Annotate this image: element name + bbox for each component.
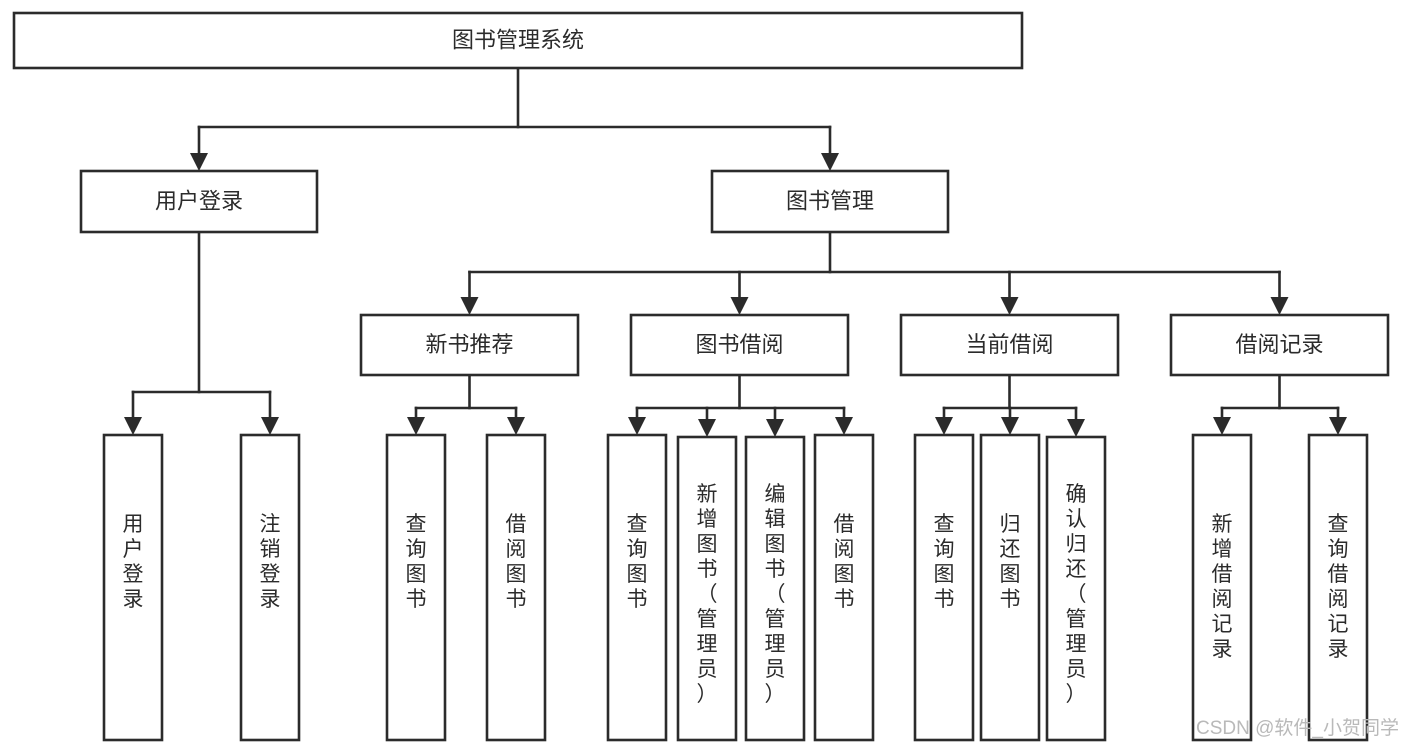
arrow-head-icon	[835, 417, 853, 435]
node-book-management-box	[710, 169, 950, 234]
node-leaf-query-borrow-record[interactable]: 查询借阅记录	[1307, 433, 1369, 742]
node-leaf-query-borrow-record-label: 查询借阅记录	[1328, 513, 1349, 661]
arrow-head-icon	[935, 417, 953, 435]
node-leaf-confirm-return-admin[interactable]: 确认归还（管理员）	[1045, 435, 1107, 742]
node-new-book-recommend-label: 新书推荐	[425, 332, 513, 357]
node-root-root-label: 图书管理系统	[452, 27, 584, 52]
node-borrow-record[interactable]: 借阅记录	[1169, 313, 1390, 377]
node-leaf-query-book-current-label: 查询图书	[934, 513, 955, 611]
node-leaf-add-book-admin-box	[676, 435, 738, 742]
arrow-head-icon	[698, 419, 716, 437]
arrow-head-icon	[1329, 417, 1347, 435]
arrow-head-icon	[730, 297, 749, 315]
node-leaf-query-borrow-record-box	[1307, 433, 1369, 742]
arrow-head-icon	[766, 419, 784, 437]
arrow-head-icon	[460, 297, 479, 315]
arrow-head-icon	[124, 417, 142, 435]
arrow-head-icon	[1000, 297, 1019, 315]
node-leaf-query-book-recommend-label: 查询图书	[406, 513, 427, 611]
node-book-borrow[interactable]: 图书借阅	[629, 313, 850, 377]
node-root-root-box	[12, 11, 1024, 70]
node-leaf-edit-book-admin-box	[744, 435, 806, 742]
node-current-borrow[interactable]: 当前借阅	[899, 313, 1120, 377]
node-leaf-return-book-label: 归还图书	[1000, 513, 1021, 611]
node-leaf-user-logout-label: 注销登录	[260, 513, 281, 611]
arrow-head-icon	[190, 153, 208, 171]
arrow-head-icon	[407, 417, 425, 435]
node-leaf-add-borrow-record-box	[1191, 433, 1253, 742]
node-user-login-box	[79, 169, 319, 234]
node-leaf-query-book-current-box	[913, 433, 975, 742]
arrow-head-icon	[628, 417, 646, 435]
node-leaf-user-logout[interactable]: 注销登录	[239, 433, 301, 742]
node-leaf-edit-book-admin[interactable]: 编辑图书（管理员）	[744, 435, 806, 742]
arrow-head-icon	[821, 153, 839, 171]
arrow-head-icon	[1067, 419, 1085, 437]
node-leaf-query-book-recommend-box	[385, 433, 447, 742]
node-leaf-confirm-return-admin-box	[1045, 435, 1107, 742]
node-new-book-recommend[interactable]: 新书推荐	[359, 313, 580, 377]
node-leaf-user-login[interactable]: 用户登录	[102, 433, 164, 742]
node-leaf-query-book-current[interactable]: 查询图书	[913, 433, 975, 742]
node-book-management-label: 图书管理	[786, 188, 874, 213]
node-leaf-borrow-book-recommend-label: 借阅图书	[506, 513, 527, 611]
node-leaf-user-logout-box	[239, 433, 301, 742]
node-borrow-record-label: 借阅记录	[1235, 332, 1323, 357]
csdn-watermark: CSDN @软件_小贺同学	[1196, 717, 1399, 739]
arrow-head-icon	[261, 417, 279, 435]
node-leaf-user-login-box	[102, 433, 164, 742]
arrow-head-icon	[1001, 417, 1019, 435]
node-leaf-user-login-label: 用户登录	[123, 513, 144, 611]
node-leaf-return-book-box	[979, 433, 1041, 742]
nodes-layer: 图书管理系统用户登录图书管理新书推荐图书借阅当前借阅借阅记录用户登录注销登录查询…	[12, 11, 1390, 742]
node-book-borrow-label: 图书借阅	[695, 332, 783, 357]
node-leaf-add-borrow-record-label: 新增借阅记录	[1212, 513, 1233, 661]
node-leaf-query-book-borrow-label: 查询图书	[627, 513, 648, 611]
node-root-root[interactable]: 图书管理系统	[12, 11, 1024, 70]
node-leaf-edit-book-admin-label: 编辑图书（管理员）	[765, 483, 786, 706]
arrow-head-icon	[507, 417, 525, 435]
node-leaf-borrow-book-borrow[interactable]: 借阅图书	[813, 433, 875, 742]
node-borrow-record-box	[1169, 313, 1390, 377]
node-leaf-confirm-return-admin-label: 确认归还（管理员）	[1066, 483, 1087, 706]
node-leaf-add-borrow-record[interactable]: 新增借阅记录	[1191, 433, 1253, 742]
node-leaf-borrow-book-borrow-label: 借阅图书	[834, 513, 855, 611]
node-leaf-borrow-book-recommend-box	[485, 433, 547, 742]
node-leaf-add-book-admin-label: 新增图书（管理员）	[697, 483, 718, 706]
node-current-borrow-label: 当前借阅	[965, 332, 1053, 357]
node-leaf-query-book-recommend[interactable]: 查询图书	[385, 433, 447, 742]
connectors-layer	[124, 66, 1347, 437]
node-user-login-label: 用户登录	[155, 188, 243, 213]
node-leaf-borrow-book-borrow-box	[813, 433, 875, 742]
node-new-book-recommend-box	[359, 313, 580, 377]
arrow-head-icon	[1270, 297, 1289, 315]
node-leaf-query-book-borrow[interactable]: 查询图书	[606, 433, 668, 742]
node-leaf-borrow-book-recommend[interactable]: 借阅图书	[485, 433, 547, 742]
node-book-borrow-box	[629, 313, 850, 377]
arrow-head-icon	[1213, 417, 1231, 435]
node-user-login[interactable]: 用户登录	[79, 169, 319, 234]
node-current-borrow-box	[899, 313, 1120, 377]
node-leaf-add-book-admin[interactable]: 新增图书（管理员）	[676, 435, 738, 742]
node-book-management[interactable]: 图书管理	[710, 169, 950, 234]
node-leaf-query-book-borrow-box	[606, 433, 668, 742]
node-leaf-return-book[interactable]: 归还图书	[979, 433, 1041, 742]
